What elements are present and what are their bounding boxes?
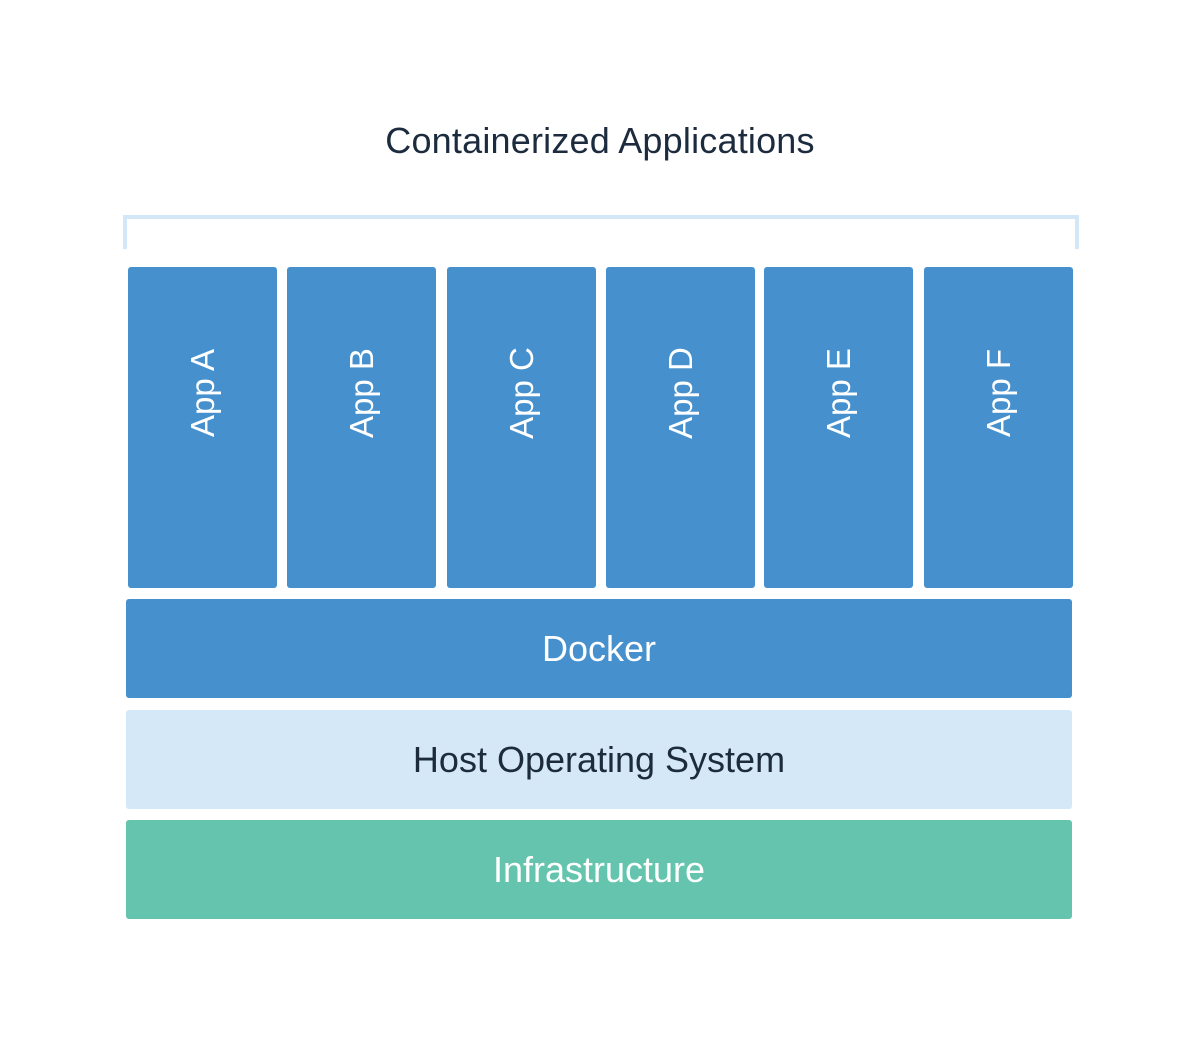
app-c-block: App C [447,267,596,588]
app-a-block: App A [128,267,277,588]
app-d-block: App D [606,267,755,588]
app-e-block: App E [764,267,913,588]
app-f-label: App F [979,348,1017,437]
infrastructure-label: Infrastructure [492,848,706,890]
app-a-label: App A [183,348,221,437]
app-c-label: App C [502,346,540,439]
containerized-apps-bracket [123,215,1079,249]
docker-layer: Docker [126,599,1072,698]
app-f-block: App F [924,267,1073,588]
app-b-label: App B [342,347,380,438]
infrastructure-layer: Infrastructure [126,820,1072,919]
docker-label: Docker [541,627,657,669]
host-os-layer: Host Operating System [126,710,1072,809]
app-d-label: App D [661,346,699,439]
host-os-label: Host Operating System [412,738,786,780]
diagram-title: Containerized Applications [385,120,815,161]
app-e-label: App E [819,347,857,438]
app-b-block: App B [287,267,436,588]
